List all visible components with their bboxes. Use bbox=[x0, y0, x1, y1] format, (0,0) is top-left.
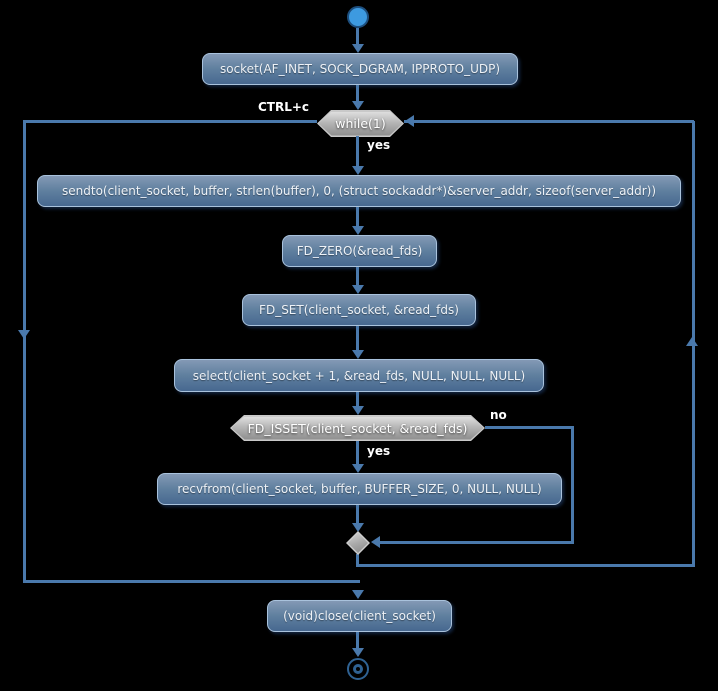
edge-label-while-yes: yes bbox=[367, 138, 391, 152]
edge-fdzero-fdset bbox=[356, 267, 359, 286]
edge-close-end bbox=[356, 632, 359, 649]
edge-sendto-fdzero bbox=[356, 207, 359, 227]
arrowhead-down-icon bbox=[352, 464, 364, 473]
edge-fdset-select bbox=[356, 326, 359, 351]
edge-label-isset-yes: yes bbox=[367, 444, 391, 458]
edge-socket-while bbox=[356, 85, 359, 102]
edge-ctrlc-bottom bbox=[23, 580, 360, 583]
arrowhead-down-icon bbox=[352, 285, 364, 294]
node-select: select(client_socket + 1, &read_fds, NUL… bbox=[174, 359, 544, 392]
node-sendto: sendto(client_socket, buffer, strlen(buf… bbox=[37, 175, 681, 207]
edge-while-sendto bbox=[356, 136, 359, 167]
node-sendto-label: sendto(client_socket, buffer, strlen(buf… bbox=[62, 184, 656, 198]
edge-select-fdisset bbox=[356, 392, 359, 407]
end-node-icon bbox=[347, 658, 369, 680]
arrowhead-down-icon bbox=[352, 406, 364, 415]
end-node-inner-ring bbox=[352, 663, 363, 674]
start-node-icon bbox=[347, 6, 369, 28]
arrowhead-down-icon bbox=[352, 648, 364, 657]
node-recvfrom-label: recvfrom(client_socket, buffer, BUFFER_S… bbox=[177, 482, 542, 496]
node-socket: socket(AF_INET, SOCK_DGRAM, IPPROTO_UDP) bbox=[202, 53, 518, 85]
edge-label-isset-no: no bbox=[490, 408, 507, 422]
arrowhead-down-icon bbox=[352, 523, 364, 532]
node-fd-zero-label: FD_ZERO(&read_fds) bbox=[296, 244, 423, 258]
arrowhead-left-icon bbox=[405, 115, 414, 127]
node-select-label: select(client_socket + 1, &read_fds, NUL… bbox=[192, 368, 526, 383]
edge-fdisset-recvfrom bbox=[356, 441, 359, 465]
edge-no-bottom bbox=[380, 541, 574, 544]
hexagon-fill bbox=[319, 112, 403, 136]
arrowhead-down-icon bbox=[352, 226, 364, 235]
edge-loopback-top bbox=[404, 120, 694, 123]
node-fd-zero: FD_ZERO(&read_fds) bbox=[282, 235, 437, 267]
edge-no-top bbox=[485, 426, 574, 429]
node-recvfrom: recvfrom(client_socket, buffer, BUFFER_S… bbox=[157, 473, 562, 505]
edge-no-right bbox=[571, 426, 574, 544]
decision-fd-isset-label: FD_ISSET(client_socket, &read_fds) bbox=[247, 420, 468, 436]
arrowhead-up-icon bbox=[686, 337, 698, 346]
edge-ctrlc-top bbox=[24, 120, 317, 123]
hexagon-fill bbox=[232, 417, 484, 440]
arrowhead-left-icon bbox=[371, 536, 380, 548]
edge-ctrlc-left bbox=[23, 120, 26, 583]
decision-while-loop: while(1) bbox=[317, 110, 404, 137]
node-close-label: (void)close(client_socket) bbox=[283, 609, 436, 623]
node-fd-set-label: FD_SET(client_socket, &read_fds) bbox=[259, 303, 459, 317]
arrowhead-down-icon bbox=[352, 590, 364, 599]
node-close: (void)close(client_socket) bbox=[267, 600, 452, 632]
arrowhead-down-icon bbox=[352, 166, 364, 175]
decision-while-label: while(1) bbox=[335, 116, 386, 131]
edge-loopback-stub bbox=[356, 554, 359, 567]
node-fd-set: FD_SET(client_socket, &read_fds) bbox=[242, 294, 476, 326]
diamond-fill bbox=[348, 533, 368, 553]
edge-recvfrom-merge bbox=[356, 505, 359, 524]
decision-fd-isset: FD_ISSET(client_socket, &read_fds) bbox=[230, 415, 485, 441]
edge-start-socket bbox=[356, 28, 359, 46]
node-socket-label: socket(AF_INET, SOCK_DGRAM, IPPROTO_UDP) bbox=[219, 62, 501, 76]
edge-loopback-bottom bbox=[356, 564, 695, 567]
arrowhead-down-icon bbox=[352, 101, 364, 110]
arrowhead-down-icon bbox=[18, 330, 30, 339]
arrowhead-down-icon bbox=[352, 44, 364, 53]
merge-diamond-icon bbox=[346, 531, 370, 555]
arrowhead-down-icon bbox=[352, 350, 364, 359]
edge-label-ctrl-c: CTRL+c bbox=[258, 100, 310, 114]
